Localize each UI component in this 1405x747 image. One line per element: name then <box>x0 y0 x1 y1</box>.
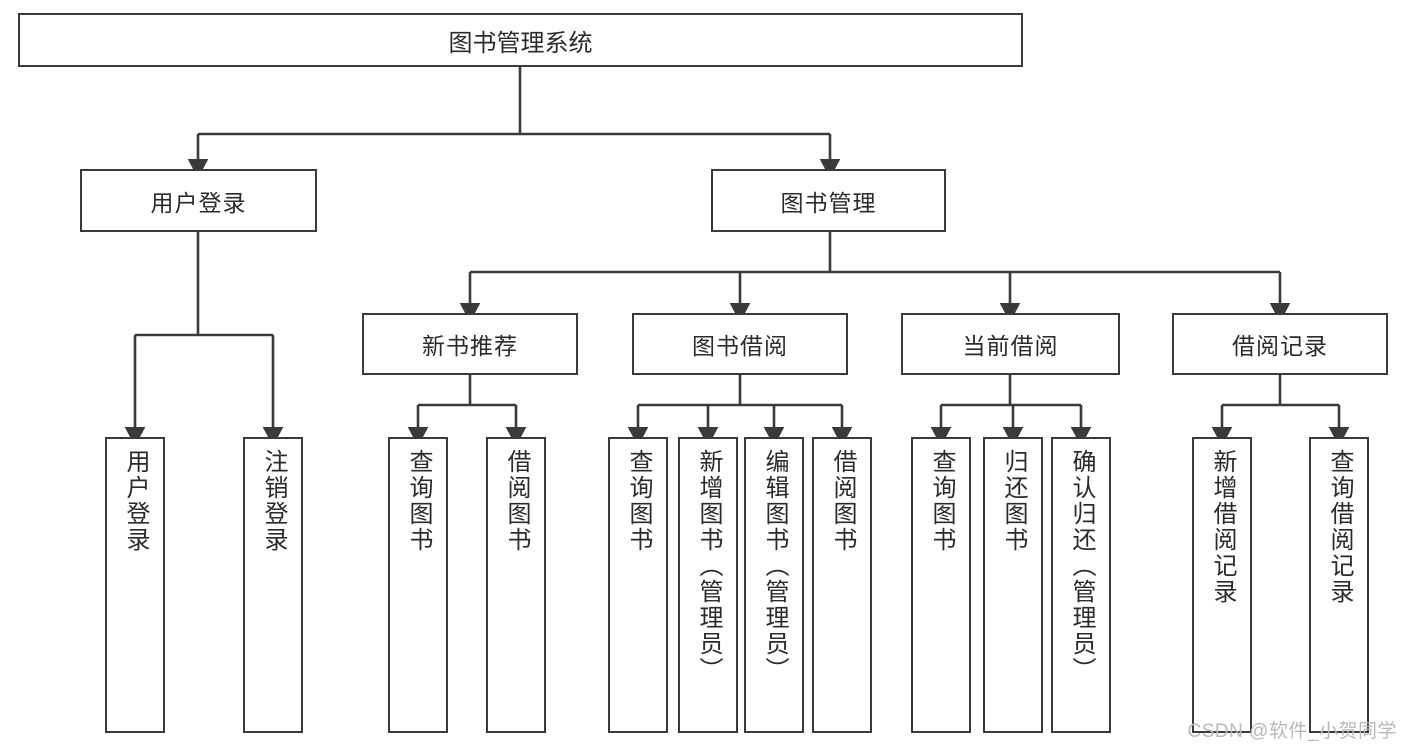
leaf-borrow-book[interactable]: 借阅图书 <box>812 437 872 733</box>
leaf-query-book-current[interactable]: 查询图书 <box>911 437 971 733</box>
node-book-management[interactable]: 图书管理 <box>711 169 946 232</box>
leaf-add-borrow-record[interactable]: 新增借阅记录 <box>1192 437 1252 733</box>
leaf-query-book-borrow[interactable]: 查询图书 <box>608 437 668 733</box>
leaf-logout[interactable]: 注销登录 <box>243 437 303 733</box>
leaf-edit-book-admin[interactable]: 编辑图书（管理员） <box>744 437 804 733</box>
leaf-return-book[interactable]: 归还图书 <box>983 437 1043 733</box>
csdn-watermark: CSDN @软件_小贺同学 <box>1187 721 1397 742</box>
leaf-confirm-return-admin[interactable]: 确认归还（管理员） <box>1051 437 1111 733</box>
node-user-login[interactable]: 用户登录 <box>80 169 317 232</box>
node-current-borrow[interactable]: 当前借阅 <box>901 313 1120 375</box>
leaf-user-login[interactable]: 用户登录 <box>105 437 165 733</box>
leaf-borrow-book-newbook[interactable]: 借阅图书 <box>486 437 546 733</box>
node-root[interactable]: 图书管理系统 <box>18 13 1023 67</box>
node-book-borrow[interactable]: 图书借阅 <box>632 313 848 375</box>
node-borrow-records[interactable]: 借阅记录 <box>1172 313 1388 375</box>
node-new-book-recommend[interactable]: 新书推荐 <box>362 313 578 375</box>
leaf-query-borrow-record[interactable]: 查询借阅记录 <box>1309 437 1369 733</box>
leaf-query-book-newbook[interactable]: 查询图书 <box>388 437 448 733</box>
leaf-add-book-admin[interactable]: 新增图书（管理员） <box>678 437 738 733</box>
